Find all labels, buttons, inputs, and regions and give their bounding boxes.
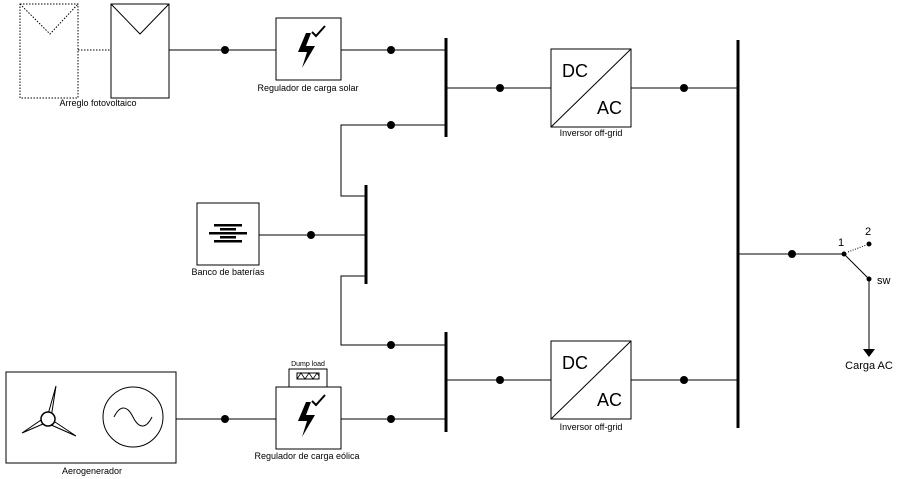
wind-charge-regulator: Regulador de carga eólica [254, 386, 360, 461]
switch-name-label: sw [877, 275, 891, 287]
dump-load-label: Dump load [291, 361, 325, 368]
wind-generator-label: Aerogenerador [62, 466, 122, 476]
inverter-bottom: DC AC Inversor off-grid [550, 340, 632, 432]
battery-bank-label: Banco de baterías [191, 267, 265, 277]
battery-icon [209, 224, 247, 243]
resistor-icon [296, 372, 320, 380]
pv-panel [110, 3, 170, 99]
pv-panel-dotted-diagonal [19, 3, 79, 35]
node-solar-out [387, 46, 395, 54]
switch-pos2-terminal [866, 241, 872, 247]
node-invA-out [680, 84, 688, 92]
inverter-bottom-dc: DC [562, 353, 588, 373]
wire-busA-battery-bus [340, 124, 446, 197]
node-invB-out [680, 376, 688, 384]
wind-regulator-label: Regulador de carga eólica [254, 451, 359, 461]
inverter-top: DC AC Inversor off-grid [550, 48, 632, 138]
wire-battery-busB [340, 275, 446, 346]
switch-link-2 [847, 244, 867, 253]
switch-pos1-label: 1 [838, 237, 844, 249]
node-pv [221, 46, 229, 54]
lightning-check-icon [298, 394, 326, 437]
node-wind [221, 415, 229, 423]
inverter-top-ac: AC [597, 98, 622, 118]
dump-load: Dump load [288, 361, 328, 388]
node-busA-inv [496, 84, 504, 92]
node-acbus [788, 250, 796, 258]
ac-load-label: Carga AC [845, 360, 893, 372]
node-busB-inv [496, 376, 504, 384]
pv-panel-dotted [19, 3, 79, 99]
node-busA-batt [387, 121, 395, 129]
lightning-check-icon [298, 25, 326, 68]
battery-bank: Banco de baterías [191, 202, 265, 277]
solar-regulator-label: Regulador de carga solar [257, 83, 358, 93]
pv-array: Arreglo fotovoltaico [19, 3, 170, 108]
sine-wave-generator-icon [102, 386, 164, 448]
pv-array-label: Arreglo fotovoltaico [59, 98, 136, 108]
pv-panel-diagonal [110, 3, 170, 35]
solar-charge-regulator: Regulador de carga solar [257, 17, 359, 93]
node-battery [307, 231, 315, 239]
inverter-bottom-ac: AC [597, 390, 622, 410]
wind-turbine-icon [21, 385, 77, 437]
inverter-top-label: Inversor off-grid [560, 128, 623, 138]
node-wind-reg-out [387, 415, 395, 423]
node-busB-batt [387, 341, 395, 349]
switch-pos2-label: 2 [865, 226, 871, 238]
wind-generator: Aerogenerador [5, 371, 177, 476]
inverter-top-dc: DC [562, 61, 588, 81]
transfer-switch: 1 2 sw [838, 226, 891, 287]
ac-load-arrow [863, 349, 875, 357]
inverter-bottom-label: Inversor off-grid [560, 422, 623, 432]
switch-blade [843, 253, 870, 280]
